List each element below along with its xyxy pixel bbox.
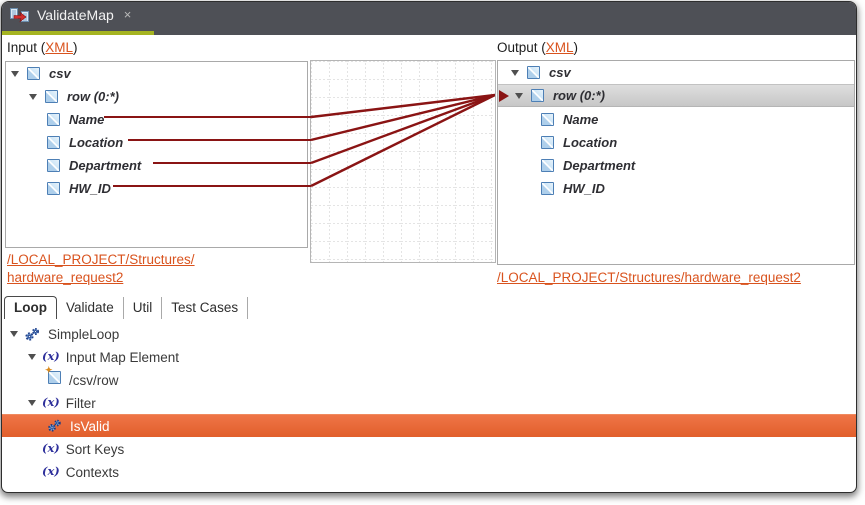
tree-node-label: Location (563, 135, 618, 150)
loop-tree-label: Input Map Element (65, 349, 180, 365)
mapping-line-department[interactable] (153, 162, 311, 164)
input-tree-row-location[interactable]: Location (6, 131, 307, 154)
output-tree-panel: csv row (0:*) Name Location Department H… (497, 60, 855, 265)
mapping-grid-canvas[interactable] (310, 60, 496, 263)
expand-triangle-icon[interactable] (10, 331, 18, 337)
bottom-tab-strip: Loop Validate Util Test Cases (4, 296, 249, 319)
input-structure-link-line2: hardware_request2 (7, 270, 124, 285)
xml-element-icon (47, 136, 60, 149)
expand-triangle-icon[interactable] (11, 70, 19, 77)
output-tree-row-csv[interactable]: csv (498, 61, 854, 84)
loop-tree-row-input-map-element[interactable]: (x) Input Map Element (2, 346, 856, 368)
mapping-diagonal-lines (311, 93, 495, 188)
xml-element-icon (541, 113, 554, 126)
tree-node-label: Department (563, 158, 636, 173)
gears-icon (24, 327, 41, 342)
loop-tree-label: IsValid (70, 418, 110, 434)
output-structure-link[interactable]: /LOCAL_PROJECT/Structures/hardware_reque… (497, 270, 801, 285)
tab-close-icon[interactable]: × (123, 7, 132, 22)
map-document-icon (10, 7, 29, 23)
expand-triangle-icon[interactable] (511, 69, 519, 76)
fx-icon: (x) (42, 441, 60, 456)
expand-triangle-icon[interactable] (28, 400, 36, 406)
xml-element-icon (527, 66, 540, 79)
input-tree-row-row[interactable]: row (0:*) (6, 85, 307, 108)
loop-tree-row-filter[interactable]: (x) Filter (2, 392, 856, 414)
fx-icon: (x) (42, 464, 60, 479)
output-header-text: Output ( (497, 40, 546, 55)
xml-element-icon (541, 136, 554, 149)
input-header: Input (XML) (7, 40, 78, 55)
tab-validate[interactable]: Validate (57, 297, 124, 319)
input-tree-row-hwid[interactable]: HW_ID (6, 177, 307, 200)
loop-tree-row-simpleloop[interactable]: SimpleLoop (2, 323, 856, 345)
xml-element-icon (47, 113, 60, 126)
loop-tree-label: Contexts (65, 464, 120, 480)
application-window: ValidateMap × Input (XML) Output (XML) c… (2, 2, 856, 492)
tree-node-label: Location (69, 135, 124, 150)
xml-element-icon (47, 159, 60, 172)
tree-node-label: Name (69, 112, 105, 127)
output-header-text-end: ) (573, 40, 579, 55)
fx-icon: (x) (42, 349, 60, 364)
xml-element-icon (541, 159, 554, 172)
tab-test-cases[interactable]: Test Cases (162, 297, 249, 319)
tab-title: ValidateMap (37, 6, 114, 23)
xml-element-icon (47, 182, 60, 195)
tab-loop[interactable]: Loop (4, 296, 57, 319)
mapping-line-name[interactable] (104, 116, 311, 118)
gears-icon (47, 419, 63, 433)
input-xml-link[interactable]: XML (45, 40, 74, 55)
input-structure-link-line1: /LOCAL_PROJECT/Structures/ (7, 252, 195, 267)
input-header-text-end: ) (73, 40, 78, 55)
input-header-text: Input ( (7, 40, 46, 55)
loop-tree-label: SimpleLoop (48, 326, 120, 342)
output-tree-row-row-selected[interactable]: row (0:*) (498, 84, 854, 107)
mapping-line-location[interactable] (128, 139, 311, 141)
tree-node-label: HW_ID (69, 181, 111, 196)
editor-tab-bar: ValidateMap × (2, 2, 856, 35)
xml-element-icon (45, 90, 58, 103)
loop-tree-row-isvalid-selected[interactable]: IsValid (2, 414, 856, 437)
loop-tree-label: Filter (65, 395, 96, 411)
map-target-arrow-icon (499, 89, 509, 102)
output-xml-link[interactable]: XML (545, 40, 574, 55)
loop-tree-label: Sort Keys (65, 441, 125, 457)
input-tree-row-name[interactable]: Name (6, 108, 307, 131)
tree-node-label: csv (49, 66, 71, 81)
tab-validatemap[interactable]: ValidateMap × (2, 2, 154, 35)
output-tree-row-department[interactable]: Department (498, 154, 854, 177)
fx-icon: (x) (42, 395, 60, 410)
output-tree-row-location[interactable]: Location (498, 131, 854, 154)
tab-util[interactable]: Util (124, 297, 163, 319)
tree-node-label: Department (69, 158, 142, 173)
output-tree-row-hwid[interactable]: HW_ID (498, 177, 854, 200)
xml-element-new-icon: ✦ (45, 365, 61, 389)
xml-element-icon (27, 67, 40, 80)
output-tree-row-name[interactable]: Name (498, 108, 854, 131)
input-tree-row-csv[interactable]: csv (6, 62, 307, 85)
output-header: Output (XML) (497, 40, 578, 55)
tree-node-label: HW_ID (563, 181, 605, 196)
expand-triangle-icon[interactable] (29, 93, 37, 100)
expand-triangle-icon[interactable] (515, 92, 523, 99)
input-tree-panel: csv row (0:*) Name Location Department H… (5, 61, 308, 248)
expand-triangle-icon[interactable] (28, 354, 36, 360)
input-structure-link[interactable]: /LOCAL_PROJECT/Structures/hardware_reque… (7, 251, 297, 287)
input-tree-row-department[interactable]: Department (6, 154, 307, 177)
xml-element-icon (541, 182, 554, 195)
mapping-line-hwid[interactable] (113, 185, 311, 187)
tree-node-label: csv (549, 65, 571, 80)
loop-tree-row-csv-row[interactable]: ✦ /csv/row (2, 365, 856, 391)
tree-node-label: row (0:*) (553, 88, 605, 103)
loop-tree-row-contexts[interactable]: (x) Contexts (2, 461, 856, 483)
tree-node-label: Name (563, 112, 599, 127)
loop-tree-label: /csv/row (69, 372, 119, 388)
tree-node-label: row (0:*) (67, 89, 119, 104)
xml-element-icon (531, 89, 544, 102)
loop-tree-row-sort-keys[interactable]: (x) Sort Keys (2, 438, 856, 460)
